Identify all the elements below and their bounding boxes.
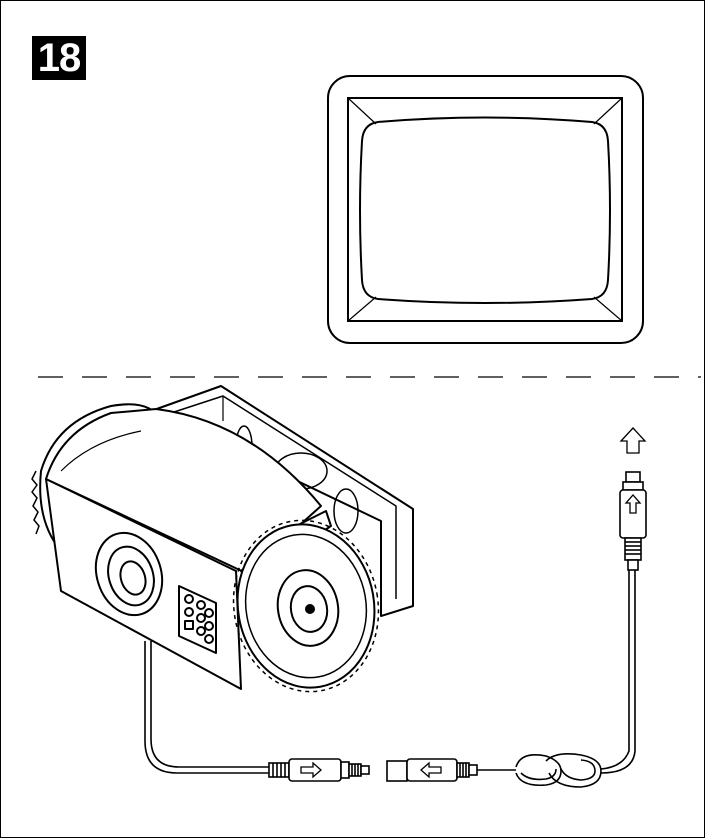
step-number: 18 xyxy=(32,36,86,80)
cable-icon xyxy=(144,569,636,788)
arrow-up-icon xyxy=(619,427,647,514)
arrow-left-icon xyxy=(420,761,442,779)
arrow-right-icon xyxy=(300,761,322,779)
vertical-connector xyxy=(619,471,647,571)
camera-icon xyxy=(31,385,414,693)
monitor-icon xyxy=(327,75,644,344)
